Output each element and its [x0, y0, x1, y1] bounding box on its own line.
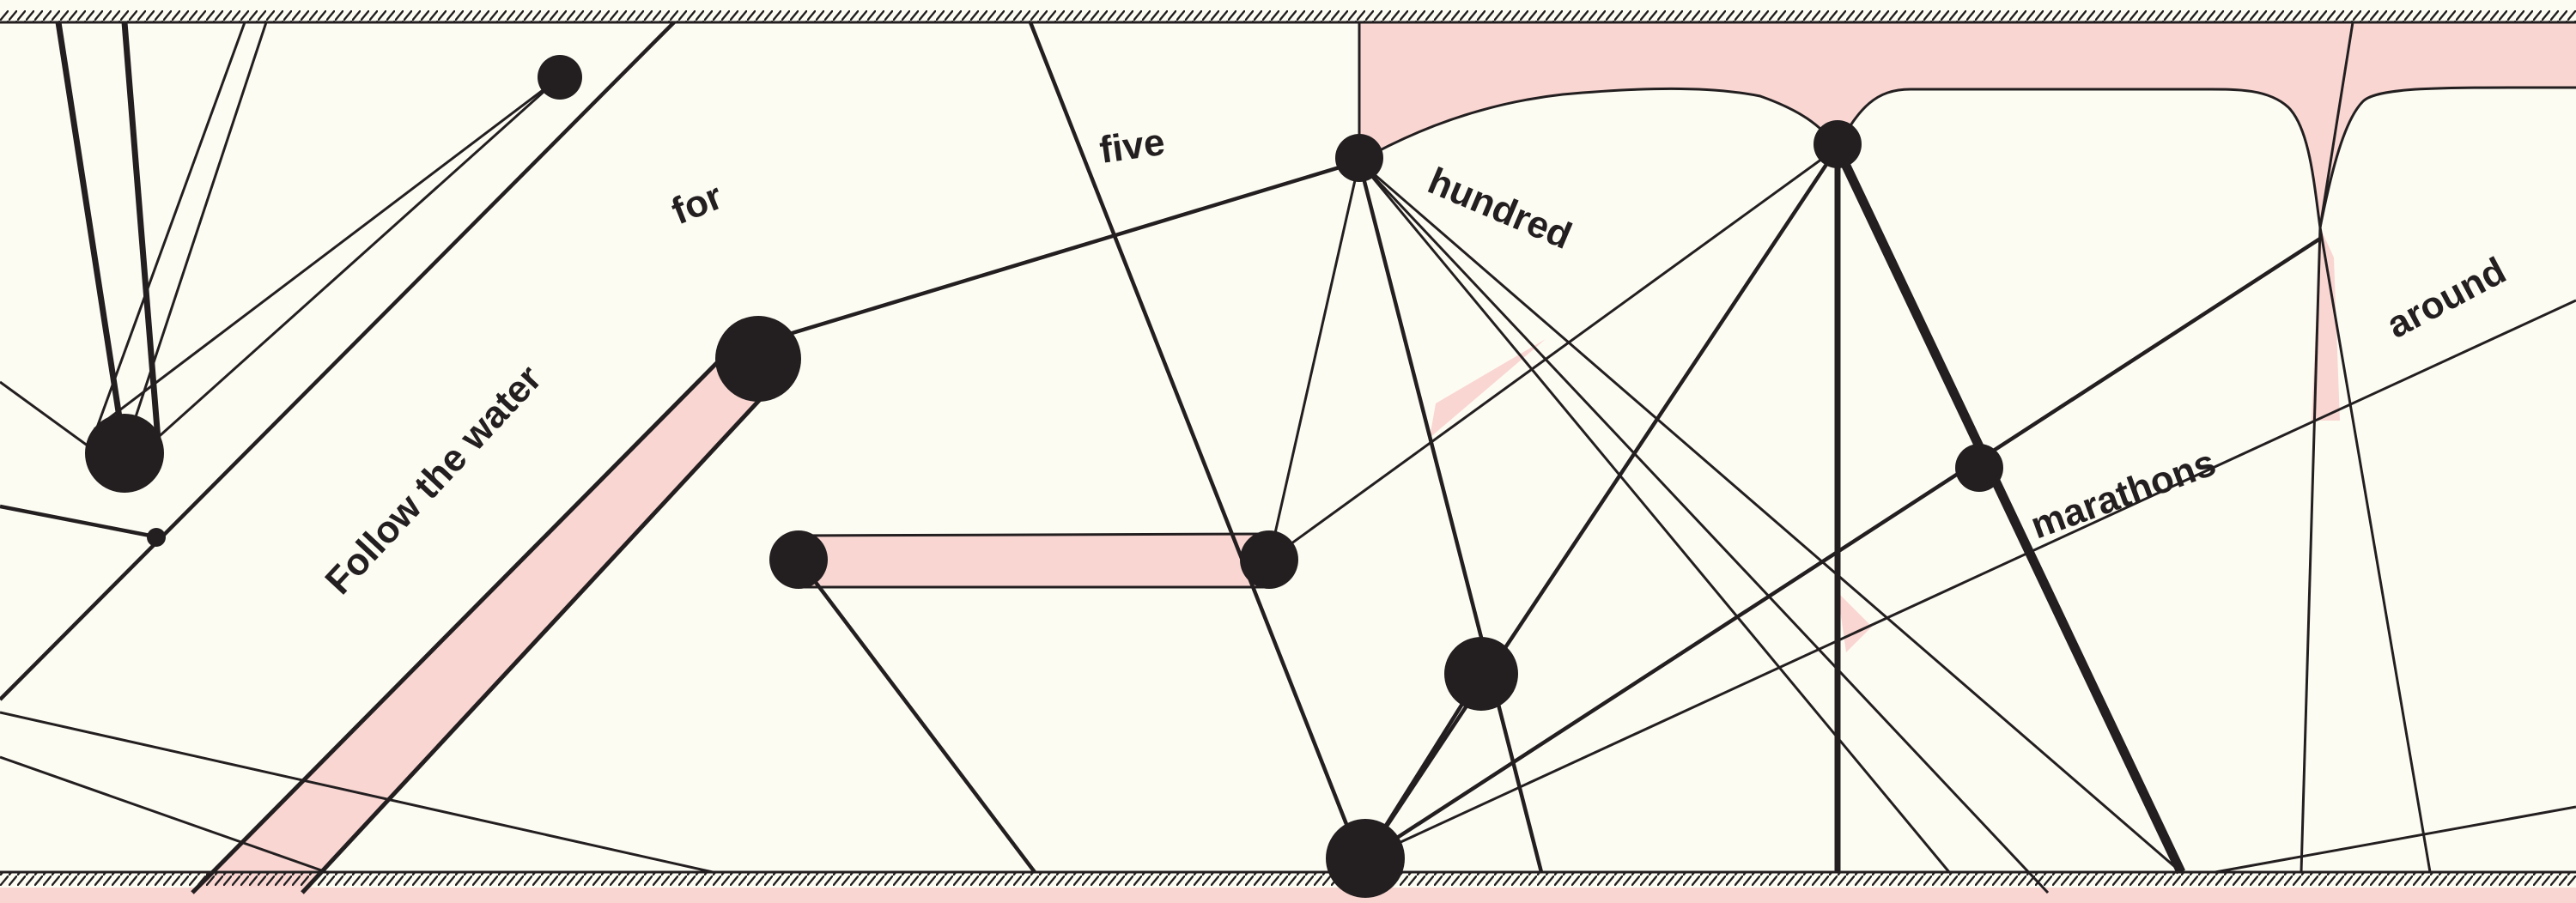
label-around: around: [2380, 250, 2513, 347]
label-for: for: [665, 175, 728, 233]
pink-region-top: [1359, 22, 2576, 227]
node-small: [147, 528, 166, 547]
node-bottom: [1326, 819, 1405, 898]
pink-sliver-mid: [1430, 339, 1546, 438]
hatched-border-bottom: [0, 872, 2576, 886]
thin-lines: [0, 21, 2576, 894]
node-five: [1335, 134, 1383, 182]
pink-band-diagonal: [192, 321, 775, 893]
node-top-left: [538, 55, 582, 100]
heavy-lines: [55, 21, 1841, 872]
node-left: [85, 414, 164, 493]
label-marathons: marathons: [2026, 441, 2221, 547]
label-hundred: hundred: [1422, 160, 1577, 258]
node-middle: [1444, 637, 1518, 711]
label-five: five: [1097, 121, 1168, 172]
heavy-diagonal: [1833, 145, 2185, 875]
node-hundred: [1814, 120, 1862, 168]
node-marathons: [1955, 444, 2003, 492]
node-band-right: [1240, 530, 1298, 589]
band-outlines: [191, 319, 1270, 894]
pink-band-horizontal: [799, 534, 1269, 587]
pink-strip-bottom: [0, 888, 2576, 903]
hatched-border-top: [0, 10, 2576, 22]
nodes: [85, 55, 2003, 898]
node-band-top: [715, 316, 801, 402]
node-band-left: [769, 530, 828, 589]
